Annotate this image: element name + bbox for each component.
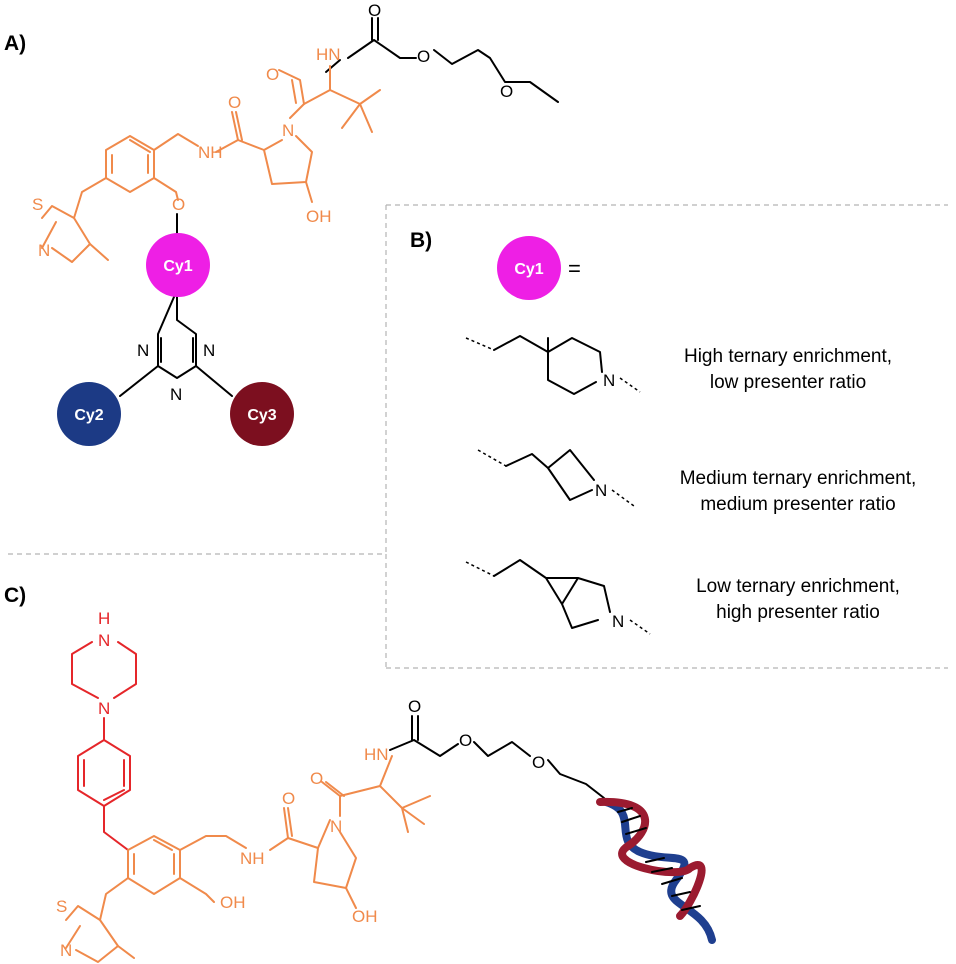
cy1-circle <box>146 233 210 297</box>
hydroxyl-c2: OH <box>352 907 378 926</box>
carbonyl-oxygen-c3: O <box>282 789 295 808</box>
pyrrolidine-n-a: N <box>282 121 294 140</box>
carbonyl-oxygen-a2: O <box>266 65 279 84</box>
carbonyl-oxygen-a3: O <box>228 93 241 112</box>
amide-nh-c2: NH <box>240 849 265 868</box>
row3-line1: Low ternary enrichment, <box>696 576 900 597</box>
piperazine-aryl-moiety: H N N <box>71 609 137 851</box>
phenol-oxygen-a: O <box>172 195 185 214</box>
hydroxyl-c1: OH <box>220 893 246 912</box>
panel-a-structure: O O O HN O N OH O NH O <box>32 1 559 446</box>
panel-b-legend: Cy1 = N N N High ternary enrichment, low… <box>465 236 917 635</box>
vhl-ligand-a: HN O N OH O NH O S N <box>32 45 381 263</box>
cy2-circle <box>57 382 121 446</box>
ether-oxygen-a2: O <box>500 82 513 101</box>
thiazole-n-c: N <box>60 941 72 960</box>
carbonyl-oxygen-c1: O <box>408 697 421 716</box>
piperazine-nh: N <box>98 631 110 650</box>
ether-oxygen-c2: O <box>532 753 545 772</box>
cy1-legend-circle <box>497 236 561 300</box>
vhl-ligand-c: NH O N OH O HN OH S N <box>56 745 431 963</box>
azetidine-structure: N <box>477 449 635 507</box>
piperidine-structure: N <box>465 335 641 395</box>
bicyclic-n: N <box>612 612 624 631</box>
piperazine-n: N <box>98 699 110 718</box>
carbonyl-oxygen-c2: O <box>310 769 323 788</box>
peg-linker-c: O O O <box>389 697 605 799</box>
thiazole-s-a: S <box>32 195 43 214</box>
cy1-label: Cy1 <box>163 258 192 275</box>
amide-nh-a1: HN <box>316 45 341 64</box>
azetidine-n: N <box>595 481 607 500</box>
carbonyl-oxygen-a: O <box>368 1 381 20</box>
piperazine-h: H <box>98 609 110 628</box>
ether-oxygen-a1: O <box>417 47 430 66</box>
panel-c-structure: H N N NH O N OH O HN OH <box>56 609 716 963</box>
piperidine-n: N <box>603 371 615 390</box>
dna-strand-1 <box>596 797 706 920</box>
row2-line1: Medium ternary enrichment, <box>680 468 917 489</box>
row1-line2: low presenter ratio <box>710 372 866 393</box>
cy3-circle <box>230 382 294 446</box>
cy3-label: Cy3 <box>247 407 276 424</box>
panel-separators <box>8 204 948 669</box>
pyrrolidine-n-c: N <box>330 817 342 836</box>
triazine-n2: N <box>203 341 215 360</box>
ether-oxygen-c1: O <box>459 731 472 750</box>
triazine-n3: N <box>170 385 182 404</box>
row1-line1: High ternary enrichment, <box>684 346 892 367</box>
cy1-legend-label: Cy1 <box>514 261 543 278</box>
row2-line2: medium presenter ratio <box>700 494 895 515</box>
dna-helix <box>596 797 716 944</box>
panel-b-label: B) <box>410 229 432 252</box>
cy2-label: Cy2 <box>74 407 103 424</box>
thiazole-s-c: S <box>56 897 67 916</box>
peg-linker-a: O O O <box>325 1 559 103</box>
dna-base-pairs <box>617 807 701 911</box>
thiazole-n-a: N <box>38 241 50 260</box>
panel-a-label: A) <box>4 32 26 55</box>
triazine-core: N N N <box>119 213 233 404</box>
row3-line2: high presenter ratio <box>716 602 880 623</box>
triazine-n1: N <box>137 341 149 360</box>
amide-nh-c1: HN <box>364 745 389 764</box>
panel-c-label: C) <box>4 584 26 607</box>
equals-sign: = <box>568 256 581 281</box>
hydroxyl-a: OH <box>306 207 332 226</box>
amide-nh-a2: NH <box>198 143 223 162</box>
azabicyclohexane-structure: N <box>465 559 651 635</box>
